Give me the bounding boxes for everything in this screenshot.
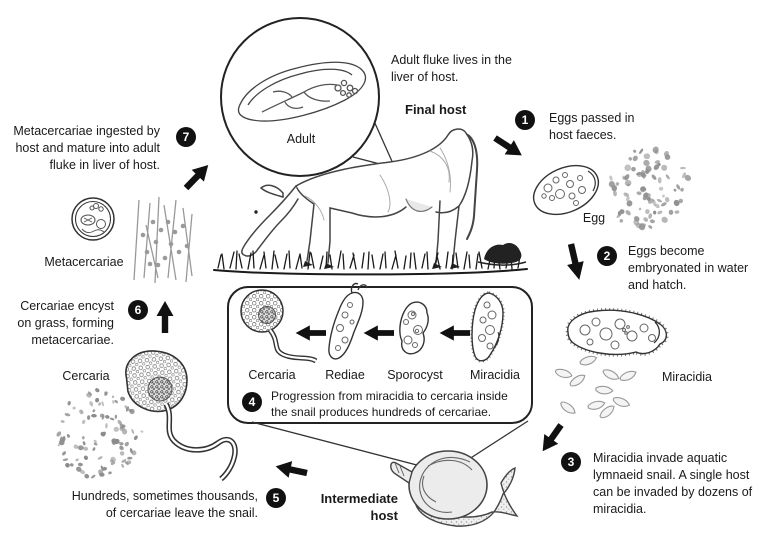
box-miracidia-illustration <box>470 291 505 363</box>
step-4-text: Progression from miracidia to cercaria i… <box>271 389 508 419</box>
cow-illustration <box>241 128 479 269</box>
faeces-speckles <box>608 146 692 231</box>
box-stage-cercaria-label: Cercaria <box>248 368 296 382</box>
step-badge-3: 3 <box>561 452 581 472</box>
final-host-label: Final host <box>405 102 467 117</box>
snail-illustration <box>390 450 519 527</box>
box-stage-sporocyst-label: Sporocyst <box>387 368 443 382</box>
step-7-text: Metacercariae ingested by host and matur… <box>13 124 160 172</box>
pasture-grass <box>213 250 528 276</box>
arrow-step-7 <box>179 159 215 194</box>
step-badge-7: 7 <box>176 127 196 147</box>
arrow-step-2 <box>562 242 588 282</box>
step-badge-6: 6 <box>128 300 148 320</box>
arrow-step-1 <box>490 130 527 163</box>
miracidia-label: Miracidia <box>661 370 712 384</box>
box-rediae-illustration <box>328 282 368 360</box>
egg-label: Egg <box>582 211 606 225</box>
final-host-description: Adult fluke lives in the liver of host. <box>391 53 512 84</box>
egg-illustration <box>532 164 600 216</box>
step-2-text: Eggs become embryonated in water and hat… <box>628 244 749 292</box>
adult-label: Adult <box>286 132 316 146</box>
arrow-step-5 <box>273 458 309 482</box>
miracidia-cluster <box>553 354 639 421</box>
arrow-step-3 <box>535 420 568 457</box>
step-3-text: Miracidia invade aquatic lymnaeid snail.… <box>593 451 753 516</box>
intermediate-host-label: Intermediate host <box>320 491 398 523</box>
step-badge-1: 1 <box>515 110 535 130</box>
cercariae-swarm-speckles <box>56 388 144 479</box>
box-cercaria-illustration <box>240 289 318 364</box>
box-sporocyst-illustration <box>399 301 429 355</box>
metacercaria-cyst-illustration <box>71 197 115 241</box>
step-5-text: Hundreds, sometimes thousands, of cercar… <box>71 489 258 520</box>
step-6-text: Cercariae encyst on grass, forming metac… <box>17 299 114 347</box>
adult-fluke-illustration <box>237 61 367 122</box>
step-badge-4: 4 <box>242 392 262 412</box>
box-callout-lines <box>251 420 529 473</box>
cercaria-illustration <box>125 350 238 482</box>
embryonated-egg-illustration <box>565 308 669 357</box>
dung-pile <box>477 242 527 266</box>
metacercariae-label: Metacercariae <box>44 255 124 269</box>
arrow-step-6 <box>156 301 174 333</box>
inset-circle <box>220 17 380 177</box>
box-stage-miracidia-label: Miracidia <box>469 368 520 382</box>
step-1-text: Eggs passed in host faeces. <box>549 111 635 142</box>
box-stage-rediae-label: Rediae <box>325 368 365 382</box>
step-badge-2: 2 <box>597 246 617 266</box>
grass-blades-with-metacercariae <box>133 196 193 284</box>
step-badge-5: 5 <box>266 488 286 508</box>
cercaria-label: Cercaria <box>62 369 110 383</box>
